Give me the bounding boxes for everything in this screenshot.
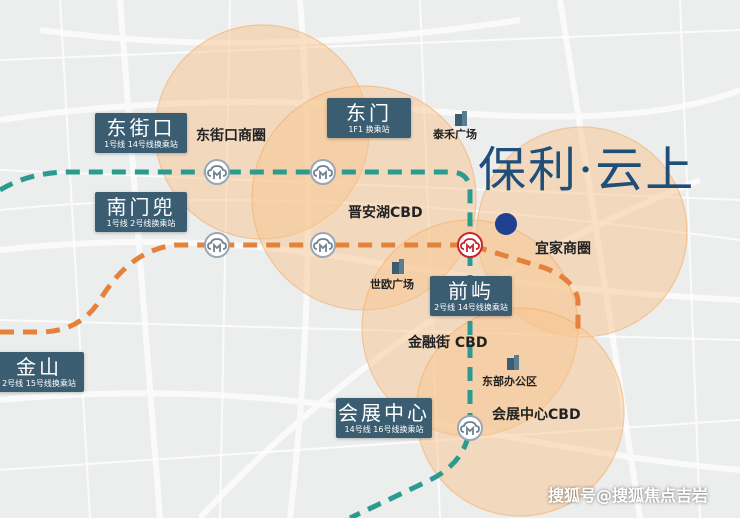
station-lines: 2号线 14号线换乘站 (434, 303, 508, 312)
metro-icon-dongmen-south (310, 232, 336, 258)
project-location-dot (495, 213, 517, 235)
building-icon-shiou (392, 259, 404, 274)
label-jinrong: 金融街 CBD (408, 335, 488, 351)
station-dongmen: 东门 1F1 换乘站 (327, 98, 411, 138)
metro-icon-huizhan (457, 415, 483, 441)
station-lines: 14号线 16号线换乘站 (344, 425, 424, 434)
station-jinshan: 金山 2号线 15号线换乘站 (0, 352, 84, 392)
metro-icon-dongjiekou (204, 159, 230, 185)
station-lines: 2号线 15号线换乘站 (2, 379, 76, 388)
orange-metro-line (0, 242, 581, 336)
label-taihe: 泰禾广场 (433, 128, 477, 141)
station-nanmendou: 南门兜 1号线 2号线换乘站 (95, 192, 187, 232)
station-name: 东街口 (106, 116, 176, 140)
station-name: 金山 (16, 355, 62, 379)
teal-metro-line-top (0, 169, 473, 238)
station-lines: 1号线 2号线换乘站 (106, 219, 176, 228)
station-dongjiekou: 东街口 1号线 14号线换乘站 (95, 113, 187, 153)
metro-icon-dongmen (310, 159, 336, 185)
label-huizhan-cbd: 会展中心CBD (492, 407, 581, 423)
label-dongbu: 东部办公区 (482, 375, 537, 388)
label-shiou: 世欧广场 (370, 278, 414, 291)
brand-title: 保利·云上 (478, 142, 696, 198)
label-dongjiekou-circle: 东街口商圈 (196, 128, 266, 144)
label-jinanhu: 晋安湖CBD (348, 205, 423, 221)
label-yijia: 宜家商圈 (535, 241, 591, 257)
building-icon-dongbu (507, 355, 519, 370)
building-icon-taihe (455, 111, 467, 126)
station-name: 南门兜 (106, 195, 176, 219)
station-name: 前屿 (448, 279, 494, 303)
station-name: 东门 (346, 101, 392, 125)
station-lines: 1F1 换乘站 (348, 125, 390, 134)
watermark: 搜狐号@搜狐焦点吉岩 (548, 486, 709, 505)
metro-icon-nanmendou (204, 232, 230, 258)
catchment-circles (154, 24, 688, 517)
station-lines: 1号线 14号线换乘站 (104, 140, 178, 149)
station-name: 会展中心 (338, 401, 430, 425)
station-huizhan: 会展中心 14号线 16号线换乘站 (336, 398, 432, 438)
station-qianyu: 前屿 2号线 14号线换乘站 (430, 276, 512, 316)
metro-icon-qianyu (457, 232, 483, 258)
